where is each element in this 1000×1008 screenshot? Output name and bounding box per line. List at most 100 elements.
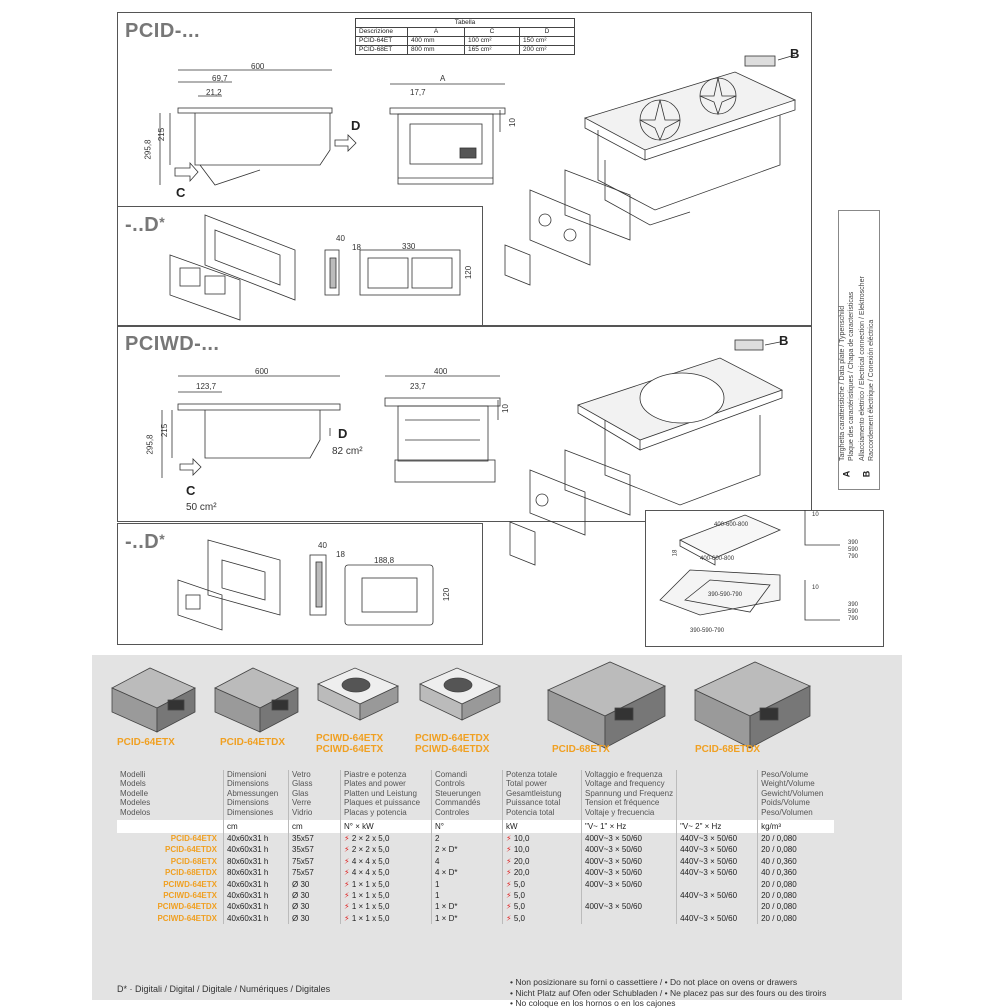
product-name: PCID-68ETX [552,744,610,755]
spec-cell: 1 × D* [431,901,503,913]
spec-cell: Ø 30 [288,890,341,902]
pcid-dim-17: 17,7 [410,88,426,97]
pcid-dim-a: A [440,74,446,83]
spec-cell: 440V~3 × 50/60 [676,855,759,868]
pcid-d-title: -..D* [125,214,166,236]
spec-header: Modelli Models Modelle Modeles Modelos D… [117,770,834,820]
power-bolt-icon: ⚡ [344,891,352,901]
product-name: PCIWD-64ETX [316,733,384,744]
install-a-390: 390 [848,540,859,546]
install-b-590: 590 [848,609,859,615]
install-label-1: 400-600-800 [714,522,749,528]
power-bolt-icon: ⚡ [344,834,352,843]
spec-col-controls: Comandi Controls Steuerungen Commandés C… [431,770,503,820]
power-bolt-icon: ⚡ [506,913,514,923]
spec-cell: 20 / 0,080 [761,902,797,912]
spec-cell: 440V~3 × 50/60 [676,833,759,845]
pcid-d-drawing-panel [117,206,483,326]
pciwd-letter-b: B [779,333,789,348]
spec-cell: 2 [431,833,503,845]
pcid-width-dim: 600 [251,62,265,71]
product-name: PCID-68ETDX [695,744,761,755]
install-a-790: 790 [848,554,859,560]
spec-cell [581,912,678,925]
spec-cell: 80x60x31 h [223,855,289,868]
spec-col-power: Potenza totale Total power Gesamtleistun… [502,770,582,820]
digital-footnote: D* · Digitali / Digital / Digitale / Num… [117,984,331,994]
spec-cell: 35x57 [288,844,341,856]
spec-cell: 40x60x31 h [223,890,289,902]
spec-cell: 440V~3 × 50/60 [676,912,759,925]
spec-cell: PCID-68ETX [117,855,224,868]
install-b-10: 10 [812,585,819,591]
spec-cell: 4 [431,855,503,868]
spec-cell: 1 [431,878,503,891]
spec-col-weight: Peso/Volume Weight/Volume Gewicht/Volume… [761,770,824,817]
spec-table: Modelli Models Modelle Modeles Modelos D… [117,770,835,925]
product-name: PCIWD-64ETX [316,744,384,755]
spec-cell: 2 × D* [431,844,503,856]
spec-cell: 20 / 0,080 [761,913,797,923]
pcid-d-dim-40: 40 [336,234,345,243]
power-bolt-icon: ⚡ [344,913,352,923]
spec-cell: PCIWD-64ETDX [117,912,224,925]
pcid-letter-d: D [351,118,361,133]
pcid-title: PCID-... [125,20,201,42]
spec-cell: ⚡ 5,0 [502,912,582,925]
spec-cell: 75x57 [288,867,341,879]
spec-cell: 440V~3 × 50/60 [676,890,759,902]
spec-cell: Ø 30 [288,912,341,925]
power-bolt-icon: ⚡ [506,902,514,912]
spec-cell: ⚡ 10,0 [502,833,582,845]
pciwd-area-d: 82 cm² [332,446,363,457]
spec-cell: ⚡ 1 × 1 x 5,0 [340,890,432,902]
pciwd-dim-23: 23,7 [410,382,426,391]
spec-cell: ⚡ 1 × 1 x 5,0 [340,878,432,891]
power-bolt-icon: ⚡ [344,845,352,855]
spec-cell: 40x60x31 h [223,844,289,856]
power-bolt-icon: ⚡ [506,834,514,843]
spec-cell: 4 × D* [431,867,503,879]
pciwd-dim-123: 123,7 [196,382,217,391]
spec-cell: 400V~3 × 50/60 [581,844,678,856]
pciwd-letter-d: D [338,426,348,441]
pcid-dim-21: 21,2 [206,88,222,97]
spec-cell: 40x60x31 h [223,833,289,845]
install-a-10: 10 [812,512,819,518]
spec-cell: 440V~3 × 50/60 [676,867,759,879]
spec-cell: 20 / 0,080 [761,834,797,843]
install-label-4: 390-590-790 [690,628,725,634]
spec-cell: PCID-64ETX [117,833,224,845]
spec-cell: ⚡ 5,0 [502,890,582,902]
power-bolt-icon: ⚡ [506,879,514,889]
spec-cell: Ø 30 [288,878,341,891]
install-b-390: 390 [848,602,859,608]
spec-col-voltage-2 [676,770,759,820]
pciwd-d-dim-18: 18 [336,550,345,559]
pcid-dim-69: 69,7 [212,74,228,83]
install-label-2: 400-600-800 [700,556,735,562]
install-label-3: 390-590-790 [708,592,743,598]
spec-cell: 20 / 0,080 [761,891,797,901]
spec-cell: ⚡ 1 × 1 x 5,0 [340,901,432,913]
spec-cell: 20 / 0,080 [761,845,797,855]
pciwd-d-dim-188: 188,8 [374,556,395,565]
power-bolt-icon: ⚡ [506,868,514,878]
spec-cell: 440V~3 × 50/60 [676,844,759,856]
spec-col-dimensions: Dimensioni Dimensions Abmessungen Dimens… [223,770,289,820]
spec-cell [676,901,759,913]
warning-line: • Non posizionare su forni o cassettiere… [510,977,798,987]
spec-cell: ⚡ 20,0 [502,867,582,879]
